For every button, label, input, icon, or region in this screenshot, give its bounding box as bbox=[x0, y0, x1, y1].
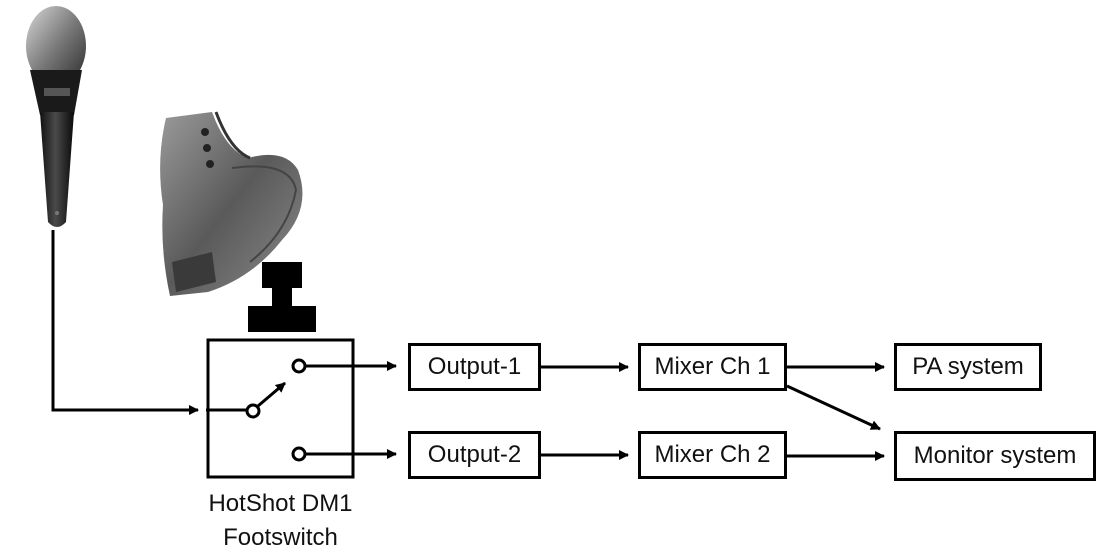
monitor-system-box: Monitor system bbox=[894, 431, 1096, 481]
footswitch-button-icon bbox=[248, 262, 316, 332]
arrow-mixer-1-to-monitor bbox=[786, 384, 881, 431]
footswitch-caption: HotShot DM1 Footswitch bbox=[178, 487, 383, 555]
boot-icon bbox=[160, 111, 303, 296]
footswitch-caption-line-1: HotShot DM1 bbox=[208, 490, 353, 517]
output-2-box: Output-2 bbox=[408, 431, 541, 479]
mixer-ch-2-box: Mixer Ch 2 bbox=[638, 431, 787, 479]
output-1-box: Output-1 bbox=[408, 343, 541, 391]
mic-cable bbox=[51, 230, 199, 415]
microphone-icon bbox=[26, 6, 86, 227]
pa-system-box: PA system bbox=[894, 343, 1042, 391]
mixer-ch-1-box: Mixer Ch 1 bbox=[638, 343, 787, 391]
footswitch-caption-line-2: Footswitch bbox=[223, 524, 338, 551]
